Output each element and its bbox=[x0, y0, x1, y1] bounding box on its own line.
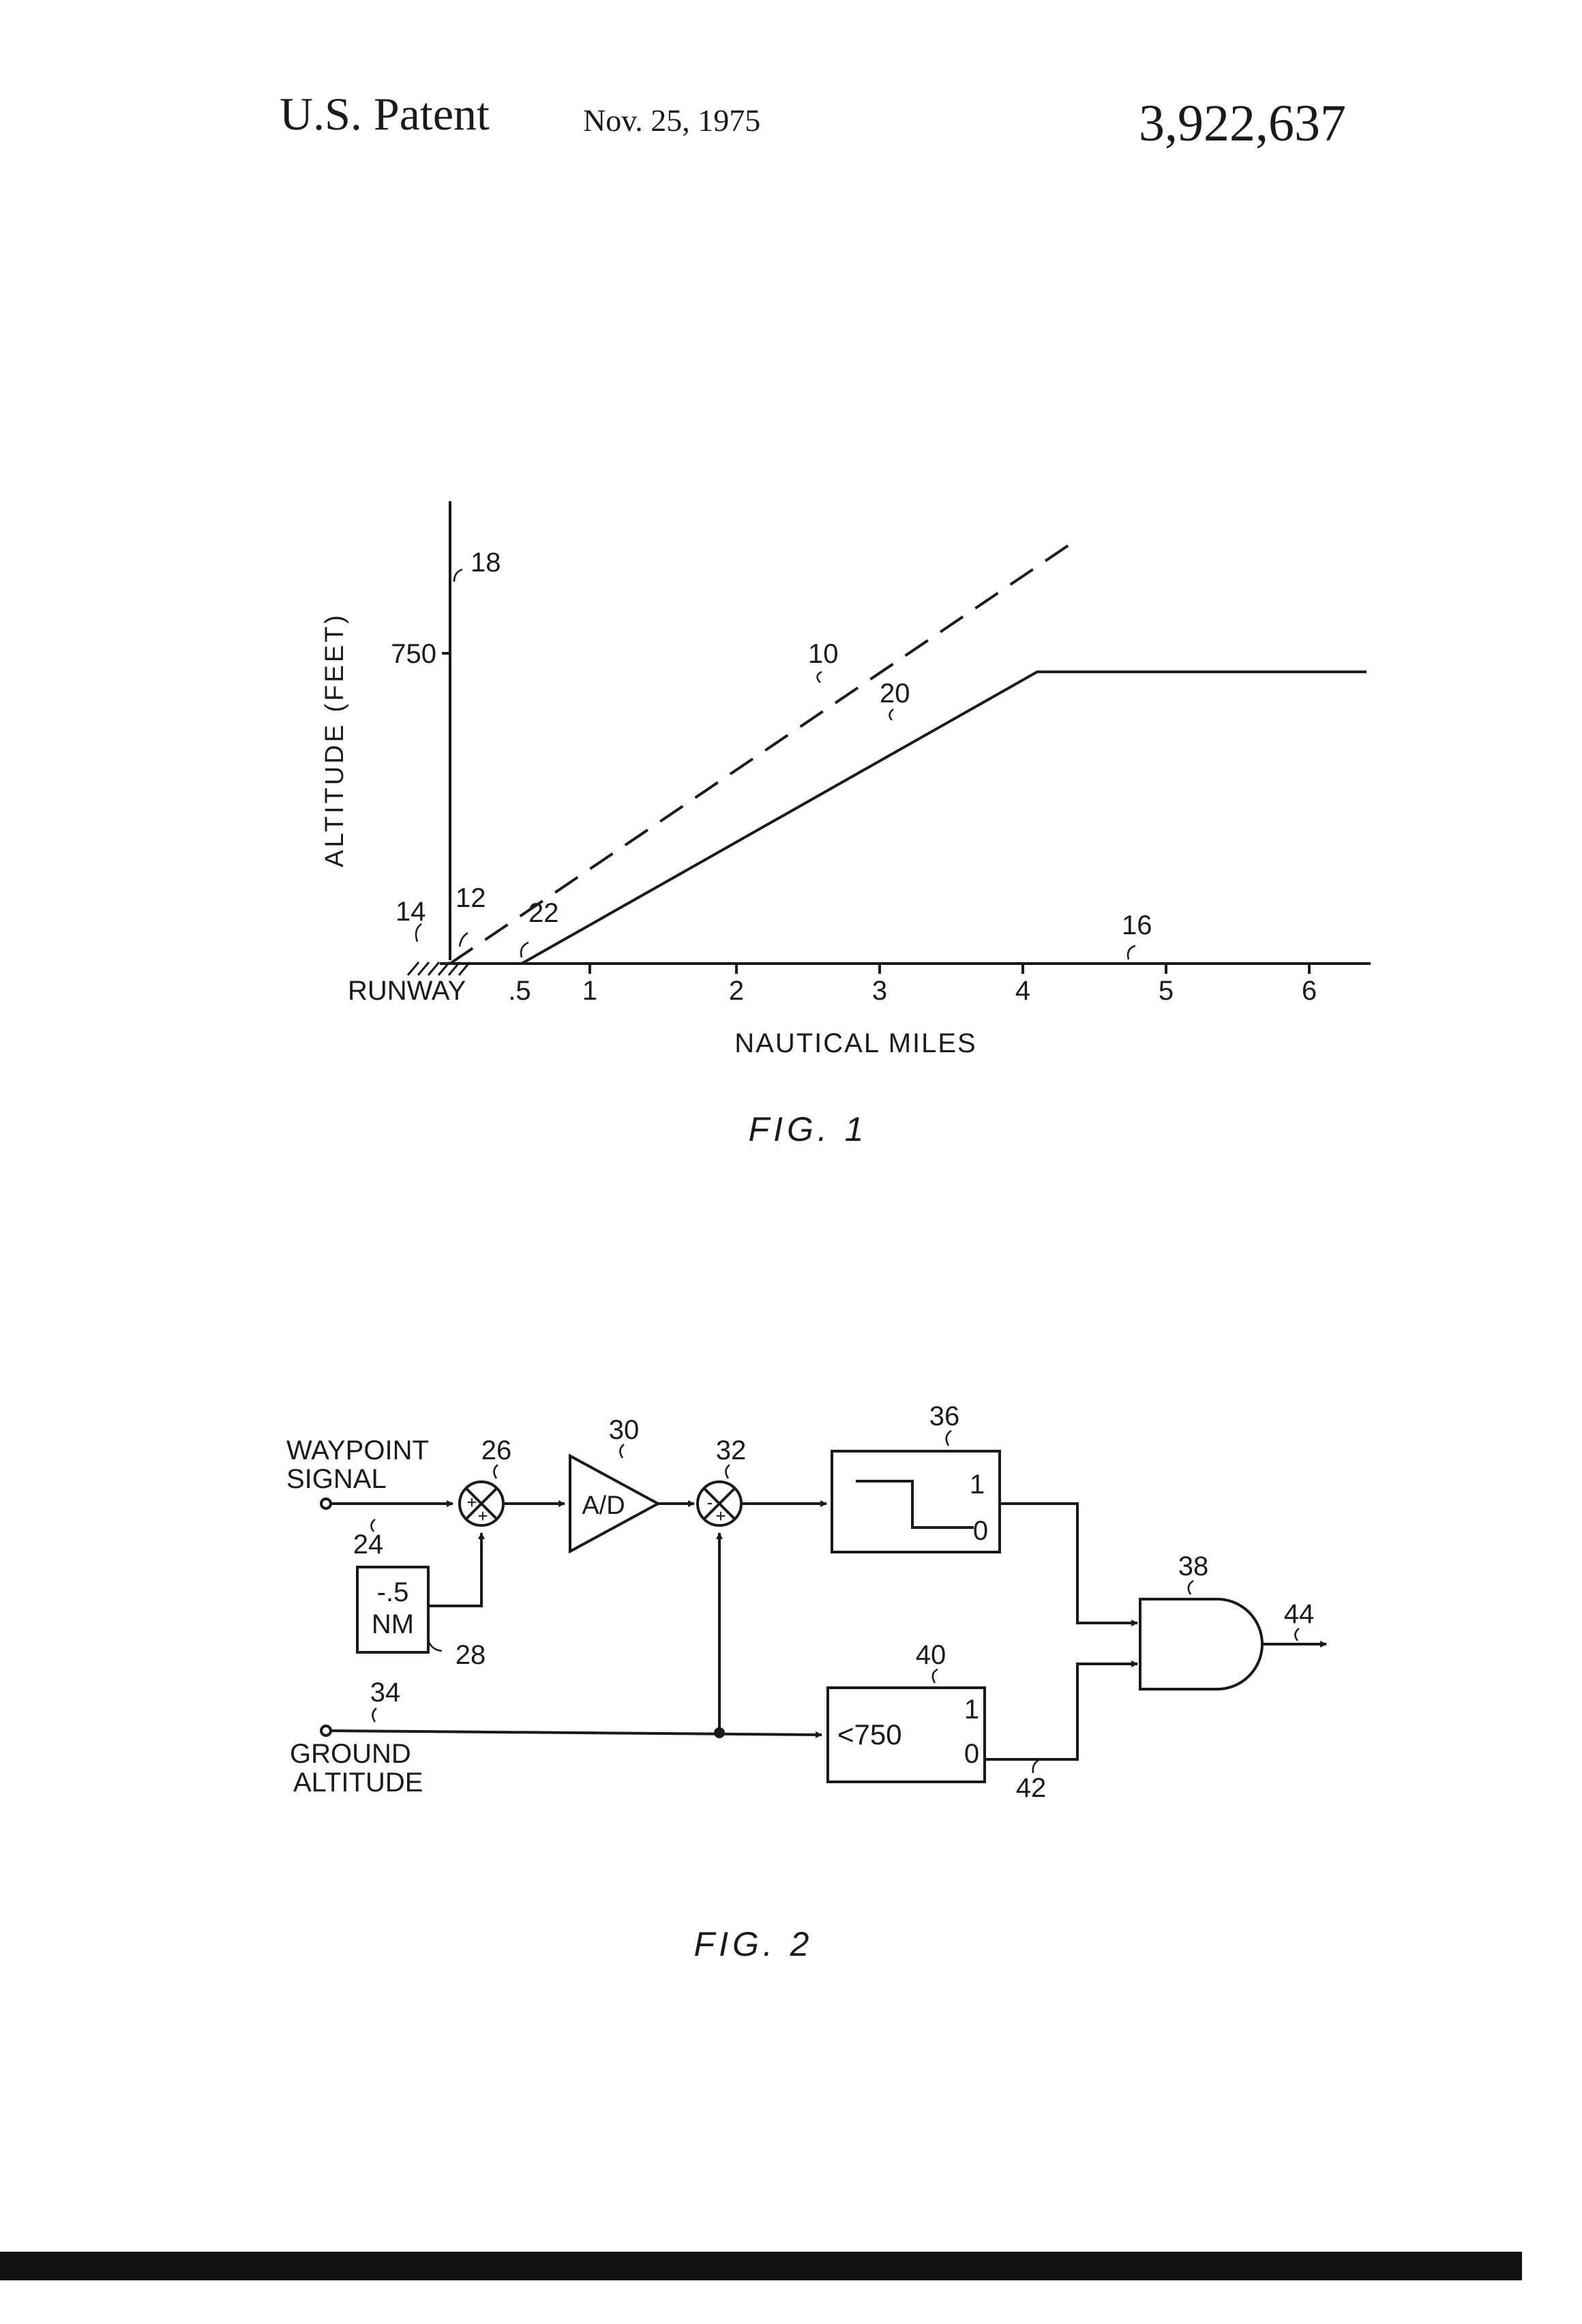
ref-24: 24 bbox=[353, 1530, 384, 1560]
junction-dot bbox=[714, 1727, 725, 1738]
comparator40-one: 1 bbox=[964, 1695, 979, 1725]
ref-42: 42 bbox=[1016, 1773, 1047, 1803]
ref-40: 40 bbox=[916, 1640, 946, 1670]
wire-offset-to-summer bbox=[428, 1532, 485, 1607]
figure-1: ALTITUDE (FEET) 750 RUNWAY .5 1 2 3 4 5 … bbox=[320, 501, 1371, 1148]
waypoint-label-line2: SIGNAL bbox=[286, 1464, 387, 1494]
threshold-one: 1 bbox=[970, 1470, 985, 1500]
ref-32: 32 bbox=[716, 1435, 747, 1465]
comparator32-plus: + bbox=[715, 1506, 726, 1526]
waypoint-input-terminal bbox=[320, 1498, 332, 1510]
x-tick-label-1: 1 bbox=[582, 976, 597, 1006]
fig2-leader-lines bbox=[370, 1429, 1300, 1774]
summer-26 bbox=[458, 1480, 505, 1527]
runway-hatching bbox=[406, 962, 471, 976]
wire-ground-to-comparator40 bbox=[330, 1729, 822, 1738]
offset-block-value: -.5 bbox=[377, 1577, 409, 1607]
figure-1-caption: FIG. 1 bbox=[749, 1110, 868, 1148]
patent-title: U.S. Patent bbox=[280, 88, 490, 140]
and-gate-38 bbox=[1139, 1598, 1264, 1690]
x-tick-label-5: 5 bbox=[1159, 976, 1174, 1006]
x-axis-label: NAUTICAL MILES bbox=[734, 1028, 976, 1058]
ref-44: 44 bbox=[1284, 1599, 1315, 1629]
summer26-plus-left: + bbox=[466, 1492, 477, 1513]
threshold-zero: 0 bbox=[973, 1516, 988, 1546]
ref-16: 16 bbox=[1122, 910, 1152, 940]
x-tick-label-2: 2 bbox=[729, 976, 744, 1006]
waypoint-label-line1: WAYPOINT bbox=[286, 1435, 429, 1465]
comparator40-label: <750 bbox=[837, 1718, 902, 1751]
wire-comparator40-to-and-gate bbox=[985, 1660, 1138, 1761]
ref-12: 12 bbox=[456, 883, 486, 913]
comparator32-minus: - bbox=[707, 1492, 713, 1513]
offset-block-unit: NM bbox=[372, 1609, 414, 1639]
ground-label-line2: ALTITUDE bbox=[293, 1768, 423, 1798]
ref-36: 36 bbox=[929, 1401, 960, 1431]
ref-20: 20 bbox=[880, 679, 910, 709]
ref-28: 28 bbox=[456, 1640, 486, 1670]
comparator-block-40 bbox=[826, 1686, 986, 1783]
patent-number: 3,922,637 bbox=[1139, 95, 1346, 152]
x-tick-label-4: 4 bbox=[1015, 976, 1030, 1006]
ref-14: 14 bbox=[395, 897, 426, 927]
comparator-32 bbox=[696, 1480, 743, 1527]
scan-edge-bar bbox=[0, 2252, 1522, 2280]
threshold-block-36 bbox=[831, 1450, 1001, 1553]
offset-block-28 bbox=[356, 1566, 430, 1654]
series-solid-altitude-path bbox=[521, 670, 1367, 965]
summer26-plus-bottom: + bbox=[477, 1506, 488, 1526]
ground-label-line1: GROUND bbox=[290, 1739, 411, 1769]
ref-26: 26 bbox=[481, 1435, 512, 1465]
wire-threshold-to-and-gate bbox=[1000, 1502, 1138, 1626]
ref-34: 34 bbox=[370, 1678, 401, 1708]
x-tick-label-6: 6 bbox=[1302, 976, 1317, 1006]
step-function-symbol bbox=[856, 1480, 974, 1529]
ref-30: 30 bbox=[609, 1415, 640, 1445]
comparator40-zero: 0 bbox=[964, 1739, 979, 1769]
ref-18: 18 bbox=[471, 548, 501, 578]
ref-38: 38 bbox=[1178, 1551, 1209, 1581]
x-tick-label-3: 3 bbox=[872, 976, 887, 1006]
y-axis-label: ALTITUDE (FEET) bbox=[320, 612, 349, 867]
ad-converter-30 bbox=[569, 1453, 661, 1554]
x-tick-label-0.5: .5 bbox=[508, 976, 531, 1006]
runway-label: RUNWAY bbox=[348, 976, 466, 1006]
figure-2-caption: FIG. 2 bbox=[694, 1925, 814, 1963]
ad-converter-label: A/D bbox=[582, 1491, 625, 1520]
leader-lines bbox=[415, 568, 1136, 960]
patent-date: Nov. 25, 1975 bbox=[583, 103, 761, 138]
y-tick-label-750: 750 bbox=[391, 639, 436, 669]
ref-10: 10 bbox=[808, 639, 839, 669]
ref-22: 22 bbox=[528, 898, 559, 928]
ground-input-terminal bbox=[320, 1725, 332, 1737]
